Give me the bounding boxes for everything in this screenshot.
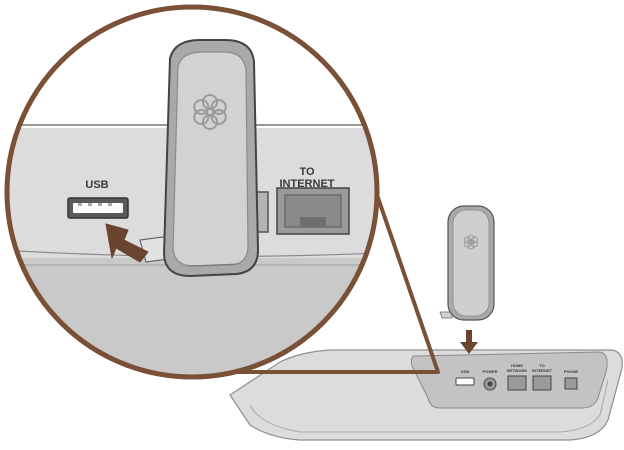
device-label-power: POWER: [482, 369, 497, 374]
device-label-internet-2: INTERNET: [532, 368, 553, 373]
zoom-to-internet-port: [277, 188, 349, 234]
device-label-phone: PHONE: [564, 369, 579, 374]
base-device: USB POWER HOME NETWORK TO INTERNET PHONE: [230, 350, 622, 440]
zoom-label-usb: USB: [85, 179, 108, 191]
device-usb-port: [456, 378, 474, 385]
zoom-label-internet-1: TO: [299, 166, 315, 178]
device-phone-port: [565, 378, 577, 389]
zoom-callout: USB K TO INTERNET: [0, 0, 400, 400]
device-to-internet-port: [533, 376, 551, 390]
device-label-home-2: NETWORK: [507, 368, 528, 373]
zoom-usb-port: [68, 198, 128, 218]
device-home-network-port: [508, 376, 526, 390]
zoom-label-internet-2: INTERNET: [280, 178, 335, 190]
small-dongle: [440, 206, 494, 320]
device-label-usb: USB: [461, 369, 470, 374]
zoom-dongle: [164, 40, 258, 276]
